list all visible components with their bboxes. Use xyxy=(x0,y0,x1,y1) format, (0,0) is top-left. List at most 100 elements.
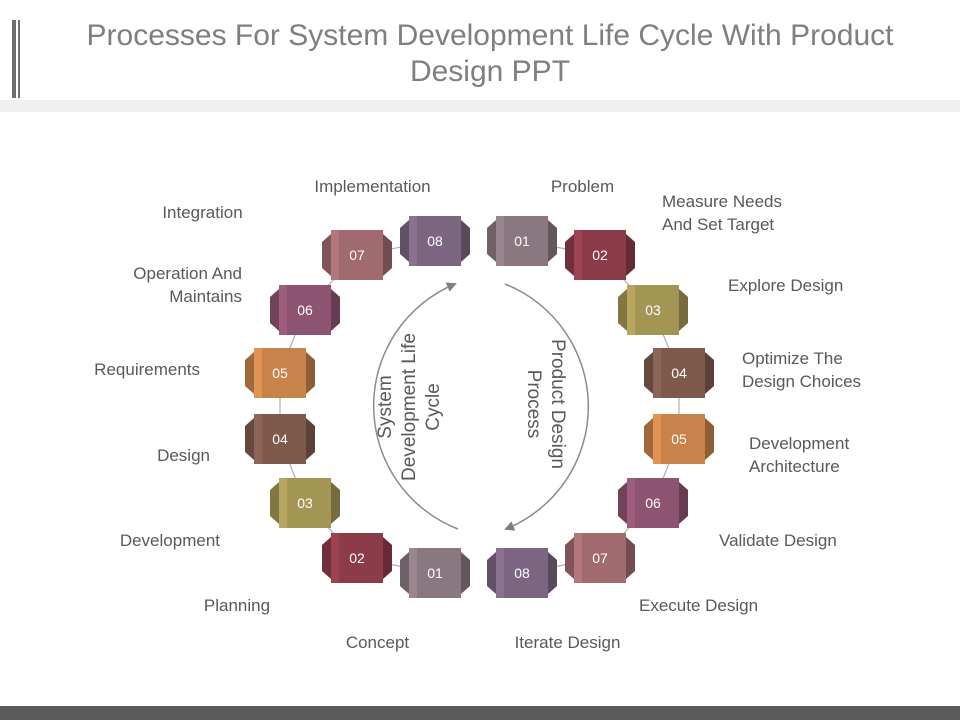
left-step-05-tile-highlight xyxy=(254,348,262,398)
left-step-01-tile-face xyxy=(409,548,461,598)
left-step-06-tile: 06 xyxy=(270,285,340,335)
right-step-04-tile: 04 xyxy=(644,348,714,398)
left-step-03-tile: 03 xyxy=(270,478,340,528)
left-step-07-tile-number: 07 xyxy=(349,247,365,263)
right-cycle-title-line2: Process xyxy=(523,369,544,439)
left-step-06-label-line1: Operation And xyxy=(133,264,242,283)
right-step-04-tile-bevel-left xyxy=(644,352,653,394)
right-step-07-tile-face xyxy=(574,533,626,583)
left-step-03-tile-bevel-right xyxy=(331,482,340,524)
left-step-06-tile-number: 06 xyxy=(297,302,313,318)
left-step-03-tile-number: 03 xyxy=(297,495,313,511)
left-cycle-title-line2: Development Life xyxy=(399,333,420,481)
left-step-08-tile: 08 xyxy=(400,216,470,266)
left-step-04-tile-bevel-right xyxy=(306,418,315,460)
slide-header: Processes For System Development Life Cy… xyxy=(0,0,960,100)
left-step-01-tile-number: 01 xyxy=(427,565,443,581)
header-accent-bar-thin xyxy=(18,20,20,98)
left-step-07-tile: 07 xyxy=(322,230,392,280)
right-step-08-tile-bevel-right xyxy=(548,552,557,594)
right-step-05-label: Development Architecture xyxy=(749,432,889,478)
left-step-01-label: Concept xyxy=(345,633,410,652)
right-step-07-tile: 07 xyxy=(565,533,635,583)
right-step-02-tile-face xyxy=(574,230,626,280)
right-step-08-tile-bevel-left xyxy=(487,552,496,594)
left-step-08-tile-highlight xyxy=(409,216,417,266)
slide-footer-bar xyxy=(0,706,960,720)
right-step-03-tile-bevel-left xyxy=(618,289,627,331)
right-step-03-tile-bevel-right xyxy=(679,289,688,331)
left-cycle-arrow xyxy=(372,282,459,530)
right-step-04-label: Optimize The Design Choices xyxy=(742,347,892,393)
left-step-02-tile-bevel-right xyxy=(383,537,392,579)
left-step-05-tile: 05 xyxy=(245,348,315,398)
left-step-05-tile-bevel-right xyxy=(306,352,315,394)
left-step-07-label: Integration xyxy=(162,203,243,222)
left-step-04-tile-bevel-left xyxy=(245,418,254,460)
left-step-08-tile-bevel-right xyxy=(461,220,470,262)
left-step-08-label: Implementation xyxy=(314,177,431,196)
left-step-05-label: Requirements xyxy=(94,360,200,379)
left-step-03-tile-bevel-left xyxy=(270,482,279,524)
left-step-06-label-line2: Maintains xyxy=(169,287,242,306)
right-step-06-label: Validate Design xyxy=(719,531,837,550)
right-step-04-tile-bevel-right xyxy=(705,352,714,394)
right-step-01-tile-bevel-right xyxy=(548,220,557,262)
right-step-02-tile-bevel-left xyxy=(565,234,574,276)
left-cycle-title-line3: Cycle xyxy=(423,383,444,431)
left-step-02-tile-bevel-left xyxy=(322,537,331,579)
right-step-07-tile-number: 07 xyxy=(592,550,608,566)
left-step-01-tile-bevel-left xyxy=(400,552,409,594)
left-step-06-tile-face xyxy=(279,285,331,335)
right-step-07-label: Execute Design xyxy=(639,596,759,615)
left-step-04-tile-face xyxy=(254,414,306,464)
right-step-03-tile-number: 03 xyxy=(645,302,661,318)
left-step-02-tile: 02 xyxy=(322,533,392,583)
left-step-02-tile-highlight xyxy=(331,533,339,583)
right-step-02-tile-number: 02 xyxy=(592,247,608,263)
right-step-04-tile-number: 04 xyxy=(671,365,687,381)
left-step-07-tile-face xyxy=(331,230,383,280)
right-step-02-label: Measure Needs And Set Target xyxy=(662,190,812,236)
left-step-07-tile-bevel-left xyxy=(322,234,331,276)
right-step-03-tile-highlight xyxy=(627,285,635,335)
right-step-03-label: Explore Design xyxy=(728,276,844,295)
left-step-05-tile-bevel-left xyxy=(245,352,254,394)
right-step-01-tile: 01 xyxy=(487,216,557,266)
left-step-05-tile-face xyxy=(254,348,306,398)
right-step-05-tile-face xyxy=(653,414,705,464)
left-step-03-label: Development xyxy=(119,531,220,550)
left-step-04-tile-highlight xyxy=(254,414,262,464)
right-step-02-label-line2: And Set Target xyxy=(662,215,775,234)
right-step-06-tile-bevel-left xyxy=(618,482,627,524)
right-step-03-tile: 03 xyxy=(618,285,688,335)
right-step-03-tile-face xyxy=(627,285,679,335)
right-cycle-arrow xyxy=(504,283,590,531)
header-accent-bar xyxy=(12,20,16,98)
left-step-06-tile-bevel-right xyxy=(331,289,340,331)
right-step-02-tile-bevel-right xyxy=(626,234,635,276)
right-step-08-tile-highlight xyxy=(496,548,504,598)
right-step-01-tile-face xyxy=(496,216,548,266)
right-step-05-tile-number: 05 xyxy=(671,431,687,447)
right-step-07-tile-bevel-left xyxy=(565,537,574,579)
right-step-06-tile-highlight xyxy=(627,478,635,528)
left-step-01-tile-highlight xyxy=(409,548,417,598)
left-step-06-tile-bevel-left xyxy=(270,289,279,331)
left-cycle-title-line1: System xyxy=(375,375,396,439)
left-step-01-tile-bevel-right xyxy=(461,552,470,594)
right-step-05-tile-bevel-right xyxy=(705,418,714,460)
left-step-07-tile-bevel-right xyxy=(383,234,392,276)
right-step-07-tile-bevel-right xyxy=(626,537,635,579)
left-step-03-tile-face xyxy=(279,478,331,528)
right-step-02-tile: 02 xyxy=(565,230,635,280)
right-step-06-tile-number: 06 xyxy=(645,495,661,511)
left-step-06-label: Operation And Maintains xyxy=(100,262,242,308)
page-title: Processes For System Development Life Cy… xyxy=(86,19,894,88)
right-step-01-tile-bevel-left xyxy=(487,220,496,262)
right-step-06-tile-face xyxy=(627,478,679,528)
right-step-02-label-line1: Measure Needs xyxy=(662,192,783,211)
right-step-05-tile: 05 xyxy=(644,414,714,464)
left-step-05-tile-number: 05 xyxy=(272,365,288,381)
